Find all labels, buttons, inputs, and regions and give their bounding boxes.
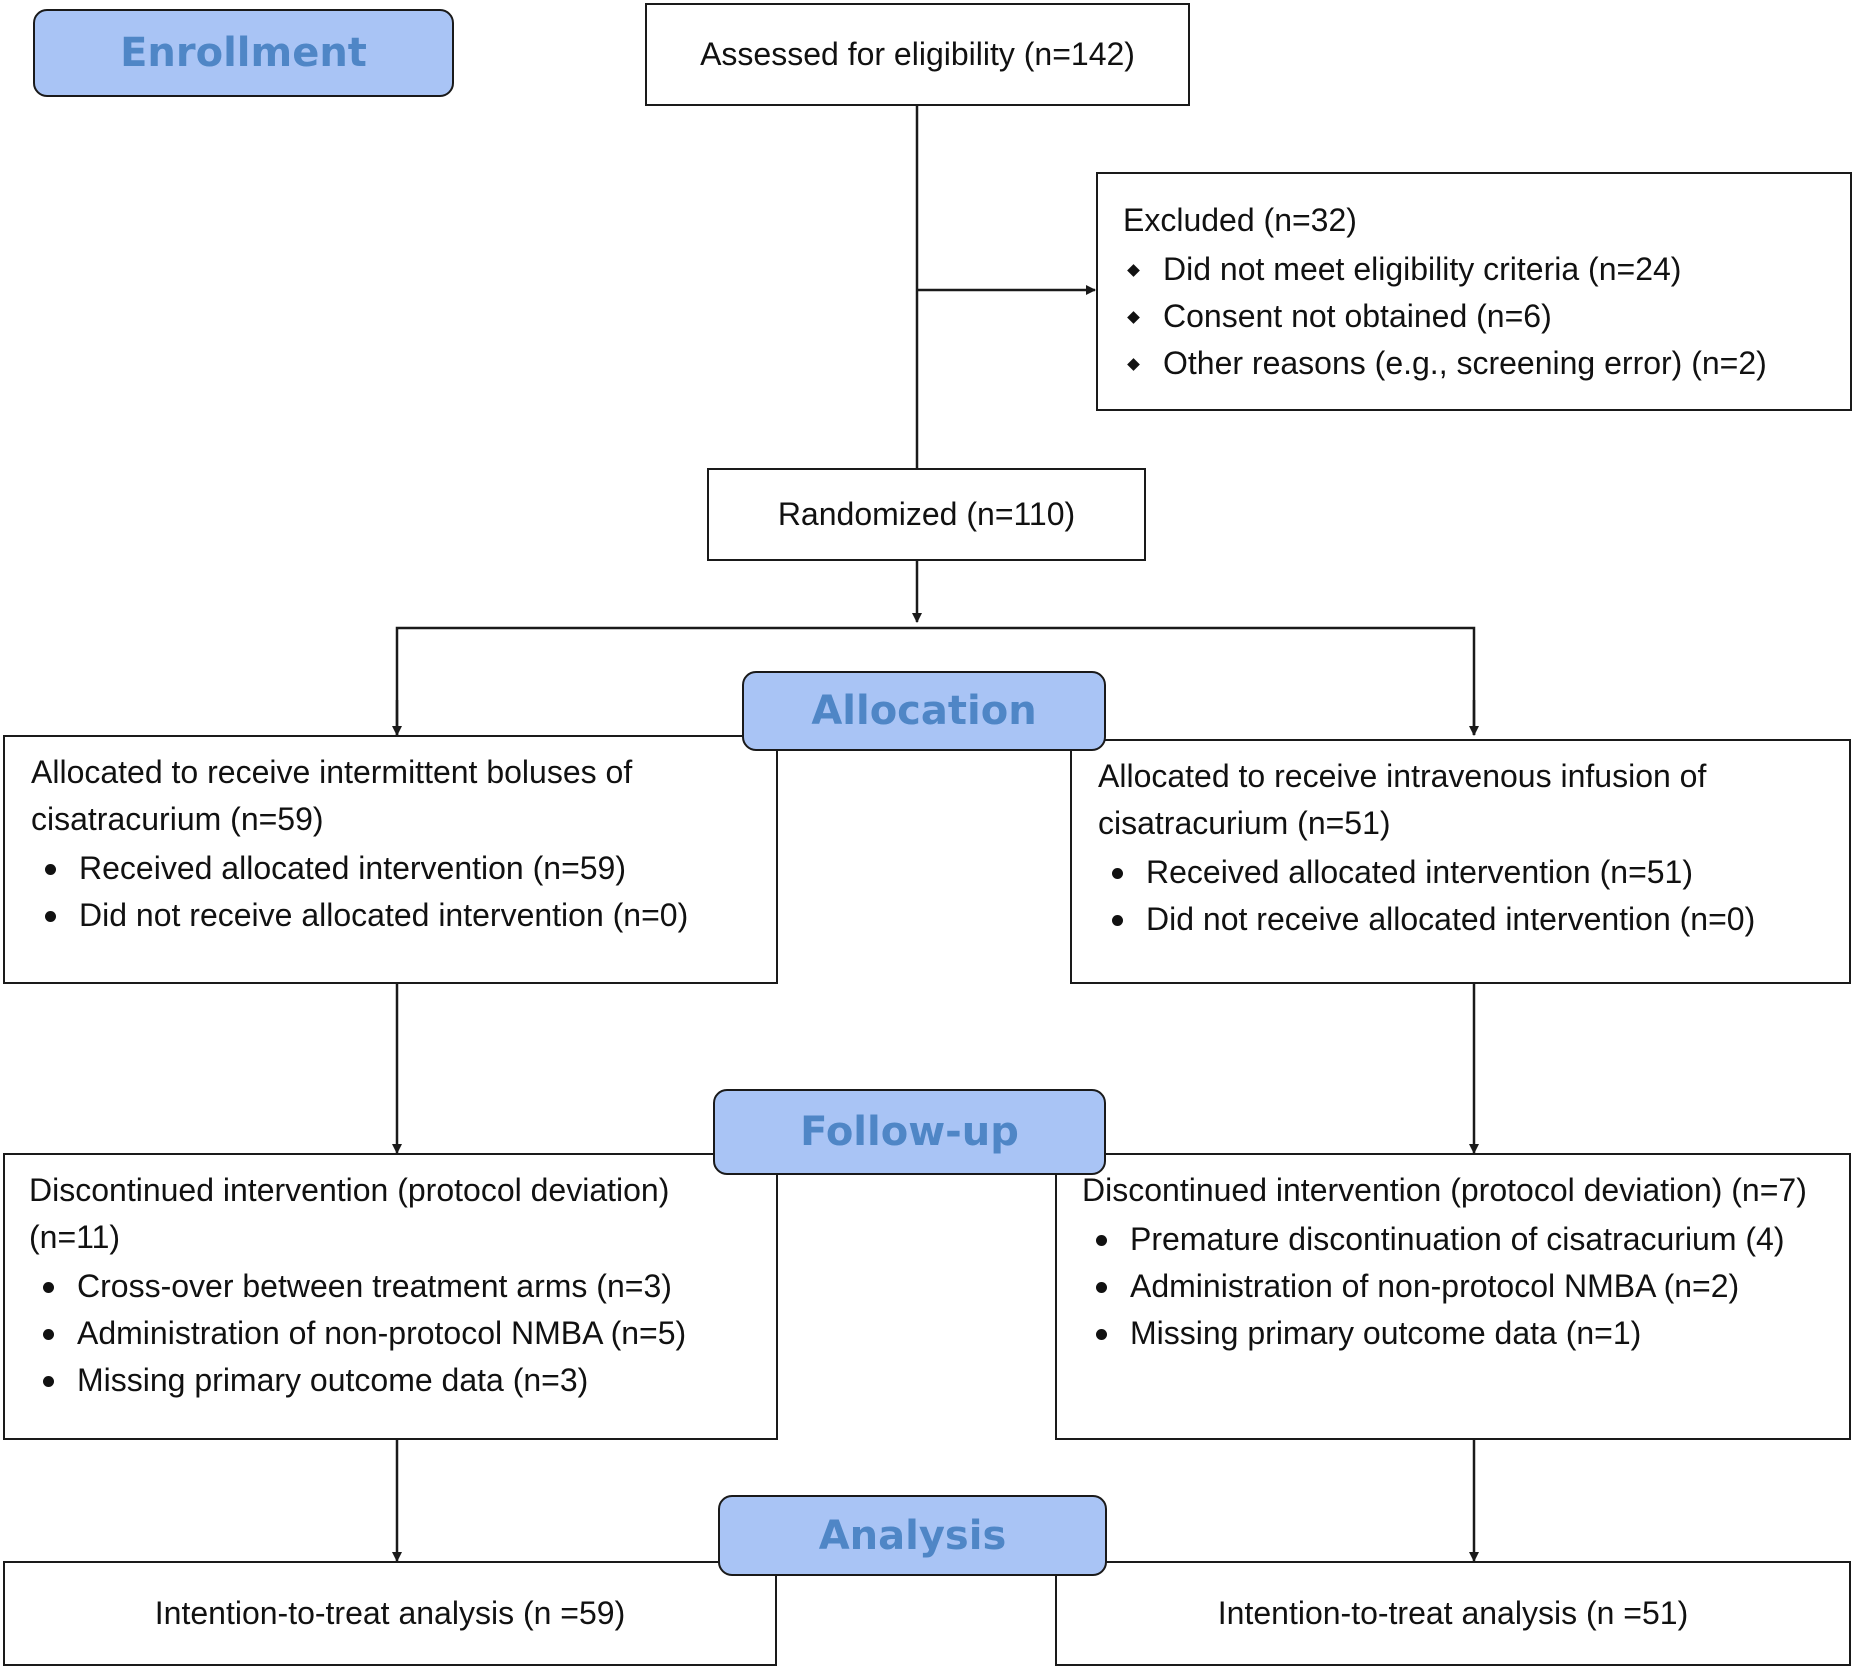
right-allocation-item: Received allocated intervention (n=51)	[1098, 849, 1829, 896]
allocation-label-text: Allocation	[811, 688, 1037, 734]
right-followup-item: Administration of non-protocol NMBA (n=2…	[1082, 1263, 1843, 1310]
left-allocation-box: Allocated to receive intermittent boluse…	[3, 735, 778, 984]
right-followup-item: Missing primary outcome data (n=1)	[1082, 1310, 1843, 1357]
right-allocation-title: Allocated to receive intravenous infusio…	[1098, 758, 1707, 841]
randomized-text: Randomized (n=110)	[777, 496, 1076, 532]
enrollment-stage-label: Enrollment	[33, 9, 454, 97]
analysis-label-text: Analysis	[818, 1512, 1007, 1559]
left-allocation-list: Received allocated intervention (n=59) D…	[31, 845, 756, 939]
allocation-stage-label: Allocation	[742, 671, 1106, 751]
left-followup-item: Cross-over between treatment arms (n=3)	[29, 1263, 756, 1310]
allocation-split-line	[395, 626, 1476, 735]
excluded-box: Excluded (n=32) Did not meet eligibility…	[1096, 172, 1852, 411]
right-followup-box: Discontinued intervention (protocol devi…	[1055, 1153, 1851, 1440]
assessed-box: Assessed for eligibility (n=142)	[645, 3, 1190, 106]
right-allocation-list: Received allocated intervention (n=51) D…	[1098, 849, 1829, 943]
excluded-reason: Other reasons (e.g., screening error) (n…	[1123, 340, 1840, 387]
left-analysis-box: Intention-to-treat analysis (n =59)	[3, 1561, 777, 1666]
left-followup-box: Discontinued intervention (protocol devi…	[3, 1153, 778, 1440]
left-followup-list: Cross-over between treatment arms (n=3) …	[29, 1263, 756, 1404]
randomized-box: Randomized (n=110)	[707, 468, 1146, 561]
analysis-stage-label: Analysis	[718, 1495, 1107, 1576]
follow-up-stage-label: Follow-up	[713, 1089, 1106, 1175]
left-allocation-title: Allocated to receive intermittent boluse…	[31, 754, 633, 837]
follow-up-label-text: Follow-up	[800, 1109, 1019, 1155]
right-followup-item: Premature discontinuation of cisatracuri…	[1082, 1216, 1843, 1263]
assessed-text: Assessed for eligibility (n=142)	[700, 36, 1135, 72]
right-followup-title: Discontinued intervention (protocol devi…	[1082, 1172, 1807, 1208]
left-followup-title: Discontinued intervention (protocol devi…	[29, 1172, 670, 1255]
excluded-title: Excluded (n=32)	[1123, 202, 1357, 238]
excluded-reason: Did not meet eligibility criteria (n=24)	[1123, 246, 1840, 293]
left-followup-item: Missing primary outcome data (n=3)	[29, 1357, 756, 1404]
right-allocation-box: Allocated to receive intravenous infusio…	[1070, 739, 1851, 984]
right-allocation-item: Did not receive allocated intervention (…	[1098, 896, 1829, 943]
right-analysis-box: Intention-to-treat analysis (n =51)	[1055, 1561, 1851, 1666]
left-allocation-item: Did not receive allocated intervention (…	[31, 892, 756, 939]
left-analysis-text: Intention-to-treat analysis (n =59)	[154, 1595, 626, 1631]
left-allocation-item: Received allocated intervention (n=59)	[31, 845, 756, 892]
right-analysis-text: Intention-to-treat analysis (n =51)	[1217, 1595, 1689, 1631]
excluded-reasons-list: Did not meet eligibility criteria (n=24)…	[1123, 246, 1840, 387]
right-followup-list: Premature discontinuation of cisatracuri…	[1082, 1216, 1843, 1357]
enrollment-label-text: Enrollment	[120, 30, 367, 76]
excluded-reason: Consent not obtained (n=6)	[1123, 293, 1840, 340]
left-followup-item: Administration of non-protocol NMBA (n=5…	[29, 1310, 756, 1357]
